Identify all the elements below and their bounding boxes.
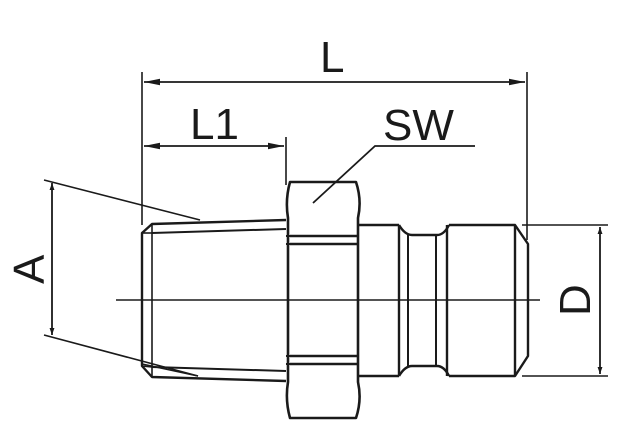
plug-section (286, 223, 530, 378)
label-L1: L1 (190, 100, 239, 149)
hex-nut (285, 180, 361, 420)
dimension-D: D (522, 224, 608, 377)
label-L: L (320, 33, 344, 82)
label-SW: SW (383, 101, 454, 150)
dimension-L: L (141, 33, 528, 240)
dimension-SW: SW (312, 101, 475, 204)
dimension-L1: L1 (144, 100, 287, 185)
label-A: A (5, 254, 54, 284)
thread-section (140, 218, 287, 383)
label-D: D (551, 284, 600, 316)
dimension-A: A (5, 179, 201, 377)
